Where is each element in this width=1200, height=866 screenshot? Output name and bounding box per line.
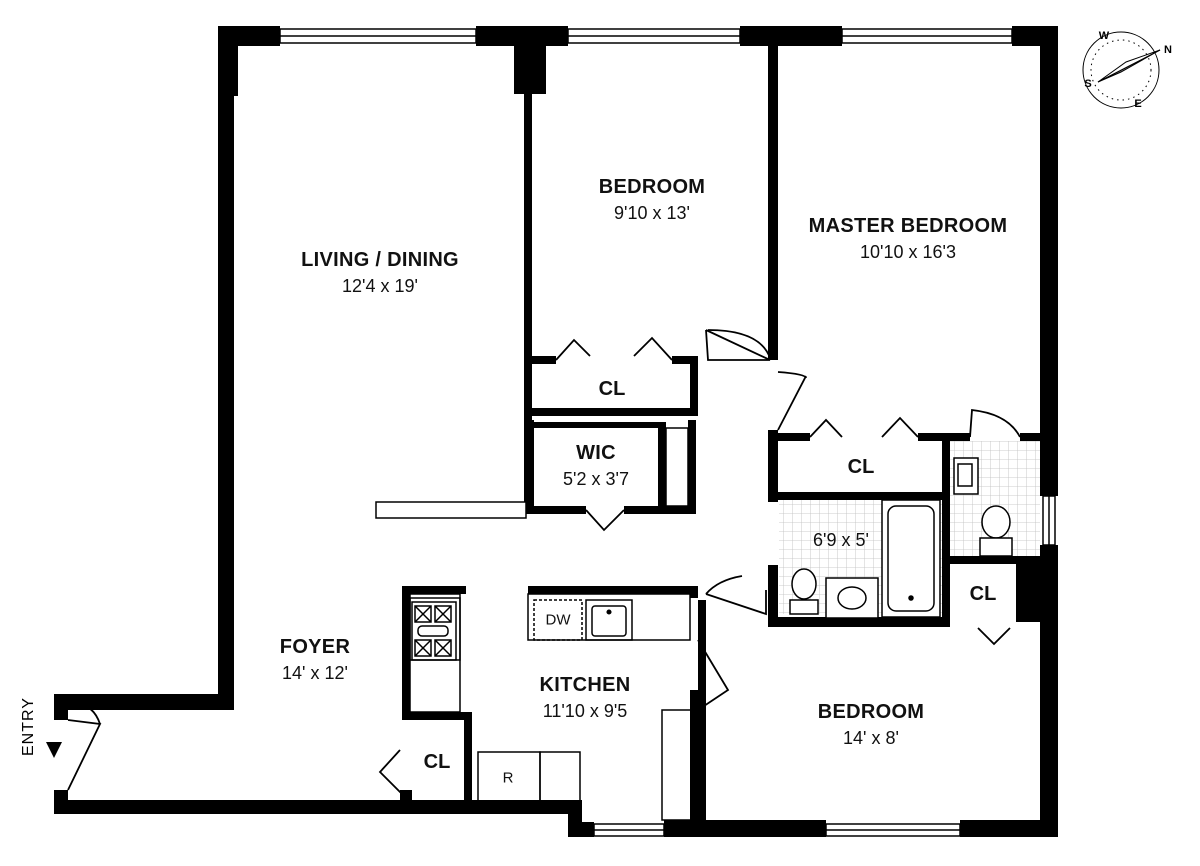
sink [585, 599, 633, 641]
master-toilet [981, 505, 1011, 539]
foyer-dims: 14' x 12' [282, 663, 348, 683]
wic-label: WIC 5'2 x 3'7 [563, 442, 629, 490]
compass-e: E [1134, 98, 1142, 110]
entry-arrow-icon [46, 742, 62, 758]
closet-master-label: CL [847, 456, 875, 478]
stove [411, 601, 457, 661]
compass-w: W [1098, 30, 1110, 42]
foyer-label: FOYER 14' x 12' [280, 636, 350, 684]
bedroom-bottom-dims: 14' x 8' [843, 728, 899, 748]
bath-fixtures [789, 457, 1013, 619]
refrigerator-label: R [502, 769, 514, 787]
master-bedroom-dims: 10'10 x 16'3 [860, 242, 956, 262]
living-dining-dims: 12'4 x 19' [342, 276, 418, 296]
counter-right [661, 709, 699, 821]
kitchen-fixtures [409, 593, 699, 821]
kitchen-name: KITCHEN [539, 674, 631, 696]
entry-label: ENTRY [20, 697, 37, 756]
master-bedroom-label: MASTER BEDROOM 10'10 x 16'3 [809, 215, 1008, 263]
bedroom-bottom-label: BEDROOM 14' x 8' [818, 701, 925, 749]
compass-s: S [1084, 78, 1092, 90]
dishwasher [533, 599, 583, 641]
bath-dims: 6'9 x 5' [813, 530, 869, 550]
living-dining-label: LIVING / DINING 12'4 x 19' [301, 249, 459, 297]
kitchen-label: KITCHEN 11'10 x 9'5 [540, 674, 631, 722]
stove-burners [414, 605, 452, 657]
interior-walls [400, 46, 1040, 822]
living-dining-name: LIVING / DINING [301, 249, 459, 271]
wic-shelf [665, 427, 689, 507]
closet-bedroom-label: CL [598, 378, 626, 400]
wic-name: WIC [576, 442, 616, 464]
door-swings [67, 329, 1021, 797]
bedroom-bottom-name: BEDROOM [817, 701, 925, 723]
sliding-door-track [375, 501, 527, 519]
windows [279, 28, 1056, 837]
bedroom-top-dims: 9'10 x 13' [614, 203, 690, 223]
compass-n: N [1164, 44, 1172, 56]
closet-foyer-label: CL [423, 751, 451, 773]
bath-toilet [791, 568, 817, 600]
closet-bath-label: CL [969, 583, 997, 605]
foyer-name: FOYER [279, 636, 351, 658]
exterior-walls [54, 26, 1058, 837]
kitchen-dims: 11'10 x 9'5 [542, 701, 628, 721]
master-bedroom-name: MASTER BEDROOM [808, 215, 1008, 237]
dishwasher-label: DW [545, 611, 571, 629]
compass [1082, 31, 1161, 109]
counter-left [409, 593, 461, 713]
bedroom-top-name: BEDROOM [598, 176, 706, 198]
wic-dims: 5'2 x 3'7 [563, 469, 629, 489]
bedroom-top-label: BEDROOM 9'10 x 13' [599, 176, 706, 224]
